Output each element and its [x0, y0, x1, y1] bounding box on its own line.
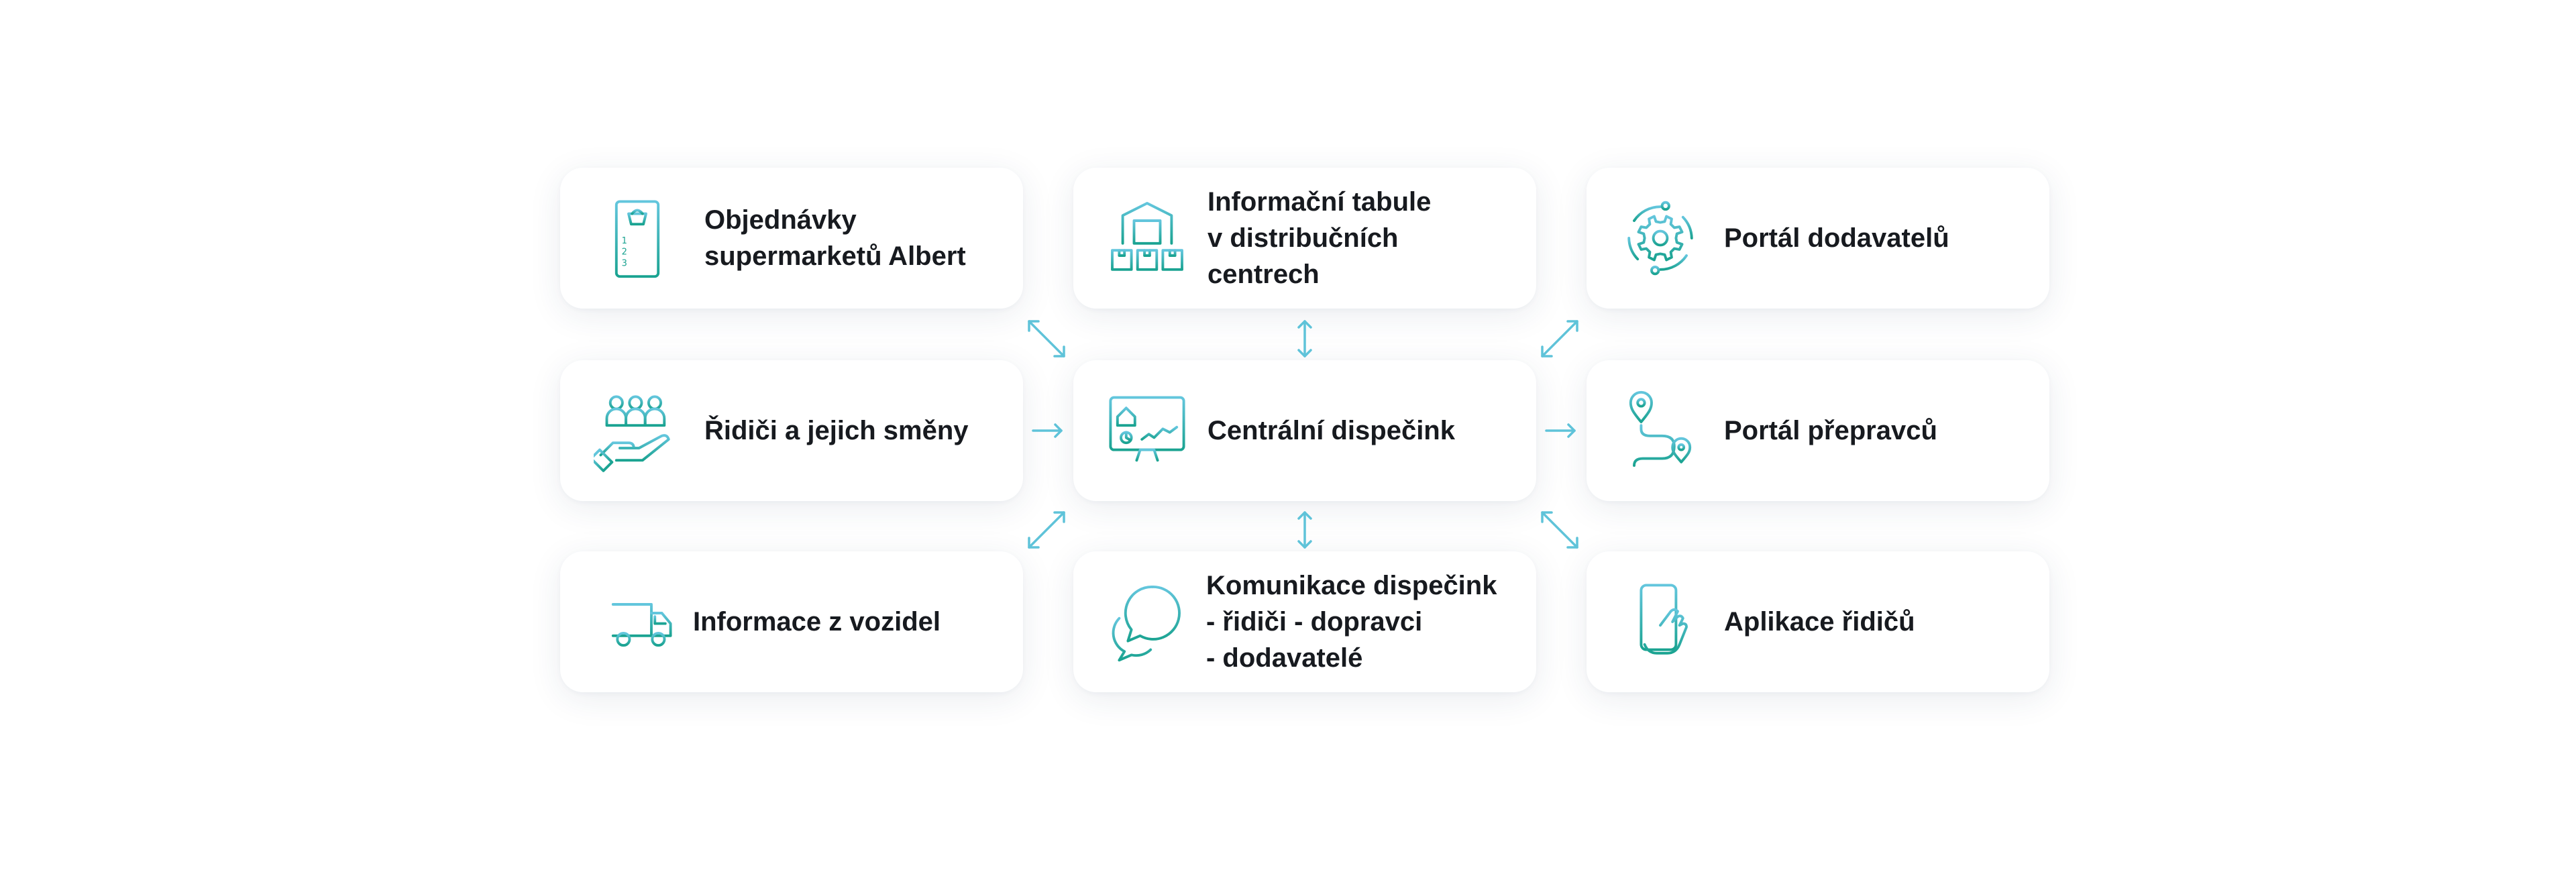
- card-boards: Informační tabule v distribučních centre…: [1073, 168, 1536, 309]
- card-label: Aplikace řidičů: [1724, 607, 1915, 637]
- card-dispatch: Centrální dispečink: [1073, 360, 1536, 501]
- card-label: Centrální dispečink: [1208, 416, 1455, 445]
- svg-text:1: 1: [622, 236, 627, 246]
- card-communication: Komunikace dispečink - řidiči - dopravci…: [1073, 551, 1536, 692]
- warehouse-icon: [1104, 195, 1191, 282]
- card-carriers: Portál přepravců: [1587, 360, 2049, 501]
- arrow-boards-dispatch: [1278, 312, 1332, 366]
- card-label: Komunikace dispečink - řidiči - dopravci…: [1206, 571, 1497, 673]
- arrow-vehicles-dispatch: [1020, 503, 1073, 557]
- people-hand-icon: [594, 387, 681, 474]
- card-label: Portál přepravců: [1724, 416, 1937, 445]
- route-pin-icon: [1617, 387, 1704, 474]
- gear-cycle-icon: [1617, 195, 1704, 282]
- card-suppliers: Portál dodavatelů: [1587, 168, 2049, 309]
- card-orders: 1 2 3 Objednávky supermarketů Albert: [560, 168, 1023, 309]
- arrow-drivers-dispatch: [1020, 404, 1073, 457]
- order-list-icon: 1 2 3: [594, 195, 681, 282]
- svg-text:2: 2: [622, 248, 627, 258]
- svg-text:3: 3: [622, 259, 627, 269]
- dashboard-monitor-icon: [1104, 387, 1191, 474]
- card-label: Řidiči a jejich směny: [704, 416, 969, 445]
- arrow-communication-dispatch: [1278, 503, 1332, 557]
- card-drivers: Řidiči a jejich směny: [560, 360, 1023, 501]
- arrow-orders-dispatch: [1020, 312, 1073, 366]
- card-vehicles: Informace z vozidel: [560, 551, 1023, 692]
- arrow-dispatch-carriers: [1533, 404, 1587, 457]
- arrow-driver-app-dispatch: [1533, 503, 1587, 557]
- chat-bubbles-icon: [1104, 578, 1191, 665]
- card-label: Informace z vozidel: [693, 607, 941, 637]
- delivery-truck-icon: [590, 578, 678, 665]
- phone-tap-icon: [1617, 578, 1704, 665]
- card-driver-app: Aplikace řidičů: [1587, 551, 2049, 692]
- card-label: Objednávky supermarketů Albert: [704, 205, 966, 271]
- card-label: Portál dodavatelů: [1724, 223, 1949, 253]
- card-label: Informační tabule v distribučních centre…: [1208, 187, 1432, 289]
- arrow-suppliers-dispatch: [1533, 312, 1587, 366]
